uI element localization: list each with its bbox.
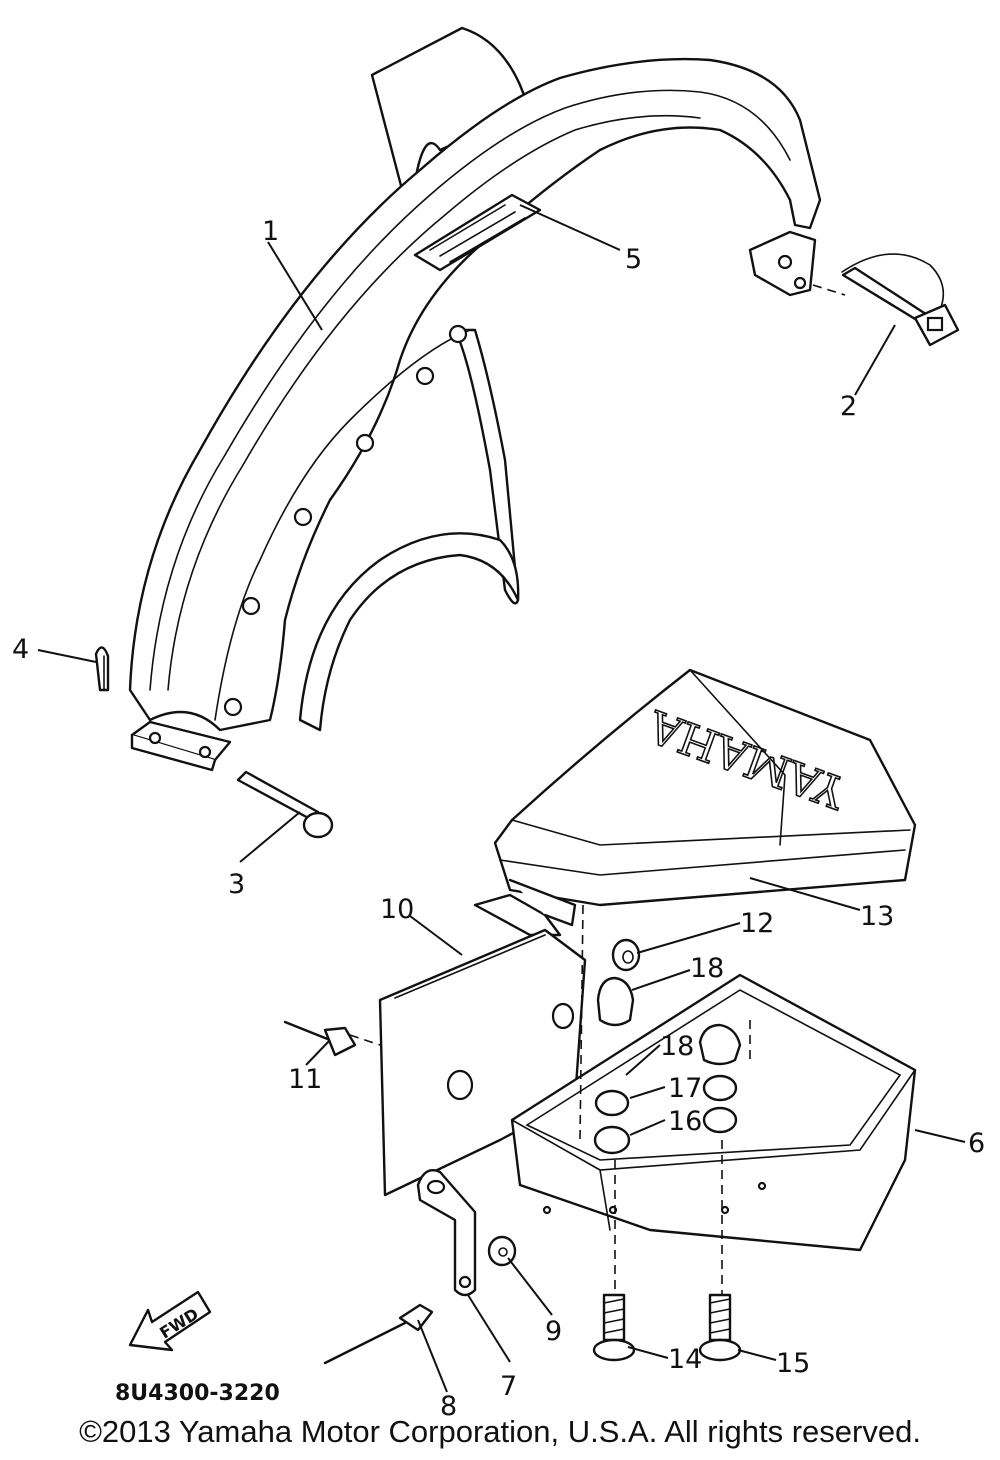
- copyright-notice: ©2013 Yamaha Motor Corporation, U.S.A. A…: [79, 1414, 921, 1449]
- rivet-part-11: [283, 1020, 357, 1057]
- label-part-14: 14: [668, 1344, 702, 1375]
- chain-case-part-1: [128, 26, 822, 772]
- label-part-7: 7: [500, 1371, 517, 1402]
- label-part-12: 12: [740, 908, 774, 939]
- label-part-8: 8: [440, 1391, 457, 1422]
- label-part-17: 17: [668, 1073, 702, 1104]
- label-part-1: 1: [262, 216, 279, 247]
- assembly-lines: [349, 284, 846, 1295]
- label-part-3: 3: [228, 869, 245, 900]
- reference-code: 8U4300-3220: [115, 1381, 280, 1406]
- label-part-9: 9: [545, 1316, 562, 1347]
- rivet-part-8: [323, 1303, 434, 1365]
- grommet-part-12: [611, 938, 641, 972]
- label-part-13: 13: [860, 901, 894, 932]
- cover-part-13: YAMAHA: [473, 668, 917, 937]
- label-part-5: 5: [625, 244, 642, 275]
- label-part-16: 16: [668, 1106, 702, 1137]
- label-part-18a: 18: [690, 953, 724, 984]
- label-part-10: 10: [380, 894, 414, 925]
- plate-part-10: [378, 928, 587, 1197]
- leader-lines: [37, 204, 966, 1393]
- part-labels: 1 2 3 4 5 6 7 8 9 10 11 12 13 14 15 16 1…: [12, 216, 985, 1422]
- clip-part-2: [841, 253, 960, 347]
- rubber-cap-part-18a: [596, 976, 635, 1027]
- label-part-15: 15: [776, 1348, 810, 1379]
- label-part-2: 2: [840, 391, 857, 422]
- forward-arrow: FWD: [128, 1290, 212, 1352]
- rubber-cap-part-18b: [698, 1023, 742, 1066]
- pin-part-3: [236, 770, 334, 839]
- label-part-11: 11: [288, 1064, 322, 1095]
- cotter-pin-part-4: [94, 646, 110, 692]
- screw-part-15: [698, 1293, 742, 1362]
- label-part-18b: 18: [660, 1031, 694, 1062]
- washer-part-16: [593, 1106, 738, 1155]
- label-plate-part-5: [413, 193, 542, 272]
- bracket-part-7: [416, 1168, 477, 1297]
- label-part-6: 6: [968, 1128, 985, 1159]
- label-part-4: 4: [12, 634, 29, 665]
- washer-part-17: [594, 1074, 738, 1117]
- screw-part-14: [592, 1293, 636, 1362]
